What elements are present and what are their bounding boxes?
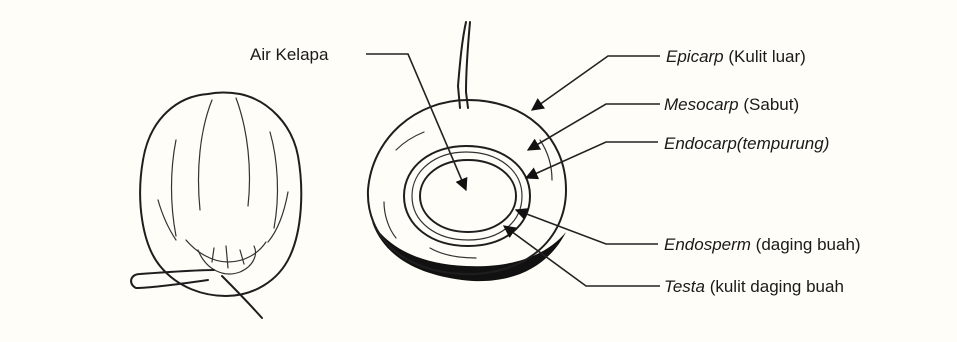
label-endocarp-desc: (tempurung): [737, 134, 830, 153]
label-endosperm-desc: (daging buah): [751, 235, 861, 254]
label-endosperm-term: Endosperm: [664, 235, 751, 254]
label-testa-term: Testa: [664, 277, 705, 296]
label-epicarp-term: Epicarp: [666, 47, 724, 66]
label-mesocarp: Mesocarp (Sabut): [664, 95, 799, 114]
label-testa-desc: (kulit daging buah: [705, 277, 844, 296]
coconut-cross-section: [368, 22, 566, 281]
label-mesocarp-term: Mesocarp: [664, 95, 739, 114]
label-testa: Testa (kulit daging buah: [664, 277, 844, 296]
label-endosperm: Endosperm (daging buah): [664, 235, 861, 254]
label-epicarp-desc: (Kulit luar): [724, 47, 806, 66]
whole-coconut-illustration: [131, 93, 301, 319]
label-mesocarp-desc: (Sabut): [739, 95, 799, 114]
label-epicarp: Epicarp (Kulit luar): [666, 47, 806, 66]
label-endocarp-term: Endocarp: [664, 134, 737, 153]
label-endocarp: Endocarp(tempurung): [664, 134, 829, 153]
label-air-kelapa: Air Kelapa: [250, 45, 329, 64]
